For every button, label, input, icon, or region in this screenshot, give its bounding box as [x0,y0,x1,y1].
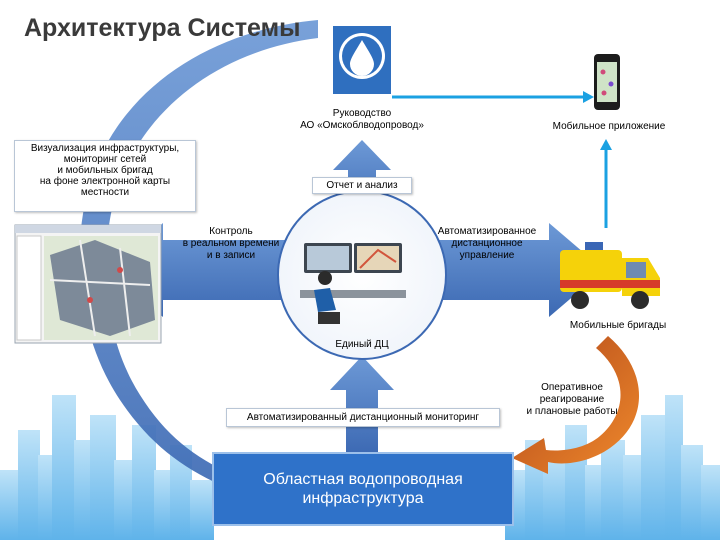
remote-control-line-1: Автоматизированное [437,226,537,237]
control-line-2: в реальном времени [182,238,280,249]
mobile-teams-label: Мобильные бригады [569,320,667,331]
management-line-1: Руководство [332,108,392,119]
response-line-1: Оперативное [541,382,603,393]
visualization-line-3: и мобильных бригад [57,165,153,176]
visualization-line-1: Визуализация инфраструктуры, [30,143,180,154]
infrastructure-line-2: инфраструктура [302,490,424,507]
visualization-box: Визуализация инфраструктуры, мониторинг … [14,140,196,212]
monitoring-box: Автоматизированный дистанционный монитор… [226,408,500,427]
app-link [392,91,612,228]
management-line-2: АО «Омскоблводопровод» [300,120,424,131]
center-circle [277,190,447,360]
infrastructure-box: Областная водопроводная инфраструктура [212,452,514,526]
response-label: Оперативное реагирование и плановые рабо… [512,382,632,418]
response-line-3: и плановые работы [526,406,618,417]
center-label: Единый ДЦ [335,339,389,350]
map-screenshot [14,224,162,344]
response-line-2: реагирование [539,394,605,405]
operator-illustration [300,243,406,324]
control-label: Контроль в реальном времени и в записи [172,226,290,262]
company-logo [333,26,391,94]
management-label: Руководство АО «Омскоблводопровод» [276,108,448,132]
phone-illustration [594,54,620,110]
visualization-line-5: местности [80,187,130,198]
truck-illustration [560,242,660,309]
control-line-1: Контроль [209,226,253,237]
report-box: Отчет и анализ [312,177,412,194]
remote-control-label: Автоматизированное дистанционное управле… [428,226,546,262]
page-title: Архитектура Системы [24,14,301,42]
control-line-3: и в записи [206,250,256,261]
remote-control-line-2: дистанционное [451,238,523,249]
response-arrow [512,336,640,474]
infrastructure-line-1: Областная водопроводная [263,471,463,488]
remote-control-line-3: управление [459,250,515,261]
up-arrow-bottom [330,356,394,455]
right-arrow [435,223,604,317]
mobile-app-label: Мобильное приложение [552,121,666,132]
visualization-line-2: мониторинг сетей [63,154,147,165]
visualization-line-4: на фоне электронной карты [39,176,171,187]
